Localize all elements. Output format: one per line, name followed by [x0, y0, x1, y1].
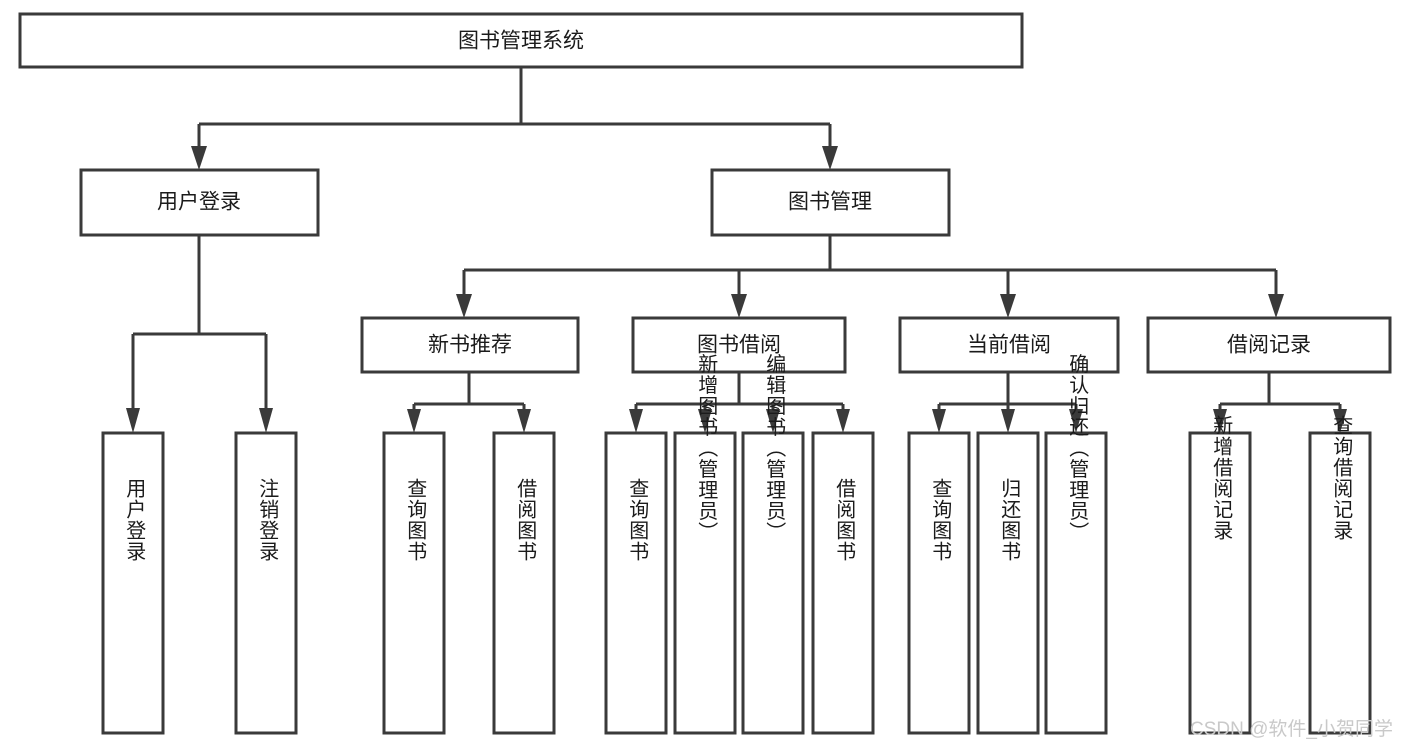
node-root-label: 图书管理系统	[458, 30, 584, 53]
node-book-manage[interactable]: 图书管理	[710, 168, 951, 237]
arrow-leaf-query-book-2	[629, 409, 643, 433]
leaf-add-book[interactable]: 新增图书（管理员）	[673, 353, 737, 735]
arrow-leaf-user-logout	[259, 408, 273, 433]
leaf-add-record-label: 新增借阅记录	[1210, 415, 1233, 541]
node-current-borrow[interactable]: 当前借阅	[898, 316, 1120, 374]
node-book-manage-label: 图书管理	[788, 191, 872, 214]
arrow-leaf-add-record	[1213, 409, 1227, 433]
leaf-edit-book-label: 编辑图书（管理员）	[763, 353, 786, 542]
leaf-return-book-box[interactable]	[976, 431, 1040, 735]
node-book-borrow-label: 图书借阅	[697, 334, 781, 357]
leaf-confirm-return[interactable]: 确认归还（管理员）	[1044, 353, 1108, 735]
leaf-query-record[interactable]: 查询借阅记录	[1308, 415, 1372, 735]
leaf-borrow-book-1-label: 借阅图书	[514, 478, 537, 562]
arrow-leaf-query-book-1	[407, 409, 421, 433]
leaf-query-record-box[interactable]	[1308, 431, 1372, 735]
arrow-leaf-query-book-3	[932, 409, 946, 433]
leaf-query-book-1[interactable]: 查询图书	[382, 431, 446, 735]
arrow-leaf-confirm-return	[1069, 409, 1083, 433]
leaf-user-logout-label: 注销登录	[256, 478, 279, 562]
arrow-to-user-login	[191, 146, 207, 170]
arrow-to-current-borrow	[1000, 294, 1016, 318]
arrow-leaf-borrow-book-2	[836, 409, 850, 433]
leaf-user-login-label: 用户登录	[123, 478, 146, 562]
leaf-borrow-book-2-box[interactable]	[811, 431, 875, 735]
leaf-user-logout[interactable]: 注销登录	[234, 431, 298, 735]
node-borrow-record-label: 借阅记录	[1227, 334, 1311, 357]
leaf-borrow-book-2[interactable]: 借阅图书	[811, 431, 875, 735]
arrow-leaf-edit-book	[766, 409, 780, 433]
leaf-query-book-2-box[interactable]	[604, 431, 668, 735]
leaf-query-book-3-label: 查询图书	[929, 478, 952, 562]
node-current-borrow-label: 当前借阅	[967, 334, 1051, 357]
leaf-query-book-3[interactable]: 查询图书	[907, 431, 971, 735]
leaf-borrow-book-2-label: 借阅图书	[833, 478, 856, 562]
arrow-leaf-query-record	[1333, 409, 1347, 433]
arrow-to-book-borrow	[731, 294, 747, 318]
arrow-to-borrow-record	[1268, 294, 1284, 318]
leaf-add-book-box[interactable]	[673, 431, 737, 735]
node-new-book-recommend[interactable]: 新书推荐	[360, 316, 580, 374]
node-user-login[interactable]: 用户登录	[79, 168, 320, 237]
node-user-login-box[interactable]	[79, 168, 320, 237]
node-book-borrow-box[interactable]	[631, 316, 847, 374]
leaf-borrow-book-1[interactable]: 借阅图书	[492, 431, 556, 735]
leaf-return-book-label: 归还图书	[998, 478, 1021, 562]
leaf-query-record-label: 查询借阅记录	[1330, 415, 1353, 541]
node-borrow-record-box[interactable]	[1146, 316, 1392, 374]
leaf-query-book-3-box[interactable]	[907, 431, 971, 735]
leaf-query-book-2-label: 查询图书	[626, 478, 649, 562]
leaf-confirm-return-label: 确认归还（管理员）	[1066, 353, 1089, 542]
leaf-edit-book[interactable]: 编辑图书（管理员）	[741, 353, 805, 735]
arrow-leaf-user-login	[126, 408, 140, 433]
leaf-query-book-1-box[interactable]	[382, 431, 446, 735]
node-root[interactable]: 图书管理系统	[18, 12, 1024, 69]
leaf-return-book[interactable]: 归还图书	[976, 431, 1040, 735]
leaf-add-record[interactable]: 新增借阅记录	[1188, 415, 1252, 735]
node-borrow-record[interactable]: 借阅记录	[1146, 316, 1392, 374]
leaf-user-login[interactable]: 用户登录	[101, 431, 165, 735]
node-book-manage-box[interactable]	[710, 168, 951, 237]
node-new-book-recommend-label: 新书推荐	[428, 334, 512, 357]
edges-layer	[126, 67, 1347, 433]
node-root-box[interactable]	[18, 12, 1024, 69]
arrow-leaf-return-book	[1001, 409, 1015, 433]
leaf-add-record-box[interactable]	[1188, 431, 1252, 735]
leaf-user-logout-box[interactable]	[234, 431, 298, 735]
leaf-query-book-2[interactable]: 查询图书	[604, 431, 668, 735]
node-user-login-label: 用户登录	[157, 191, 241, 214]
leaf-query-book-1-label: 查询图书	[404, 478, 427, 562]
node-new-book-recommend-box[interactable]	[360, 316, 580, 374]
arrow-to-book-manage	[822, 146, 838, 170]
leaf-user-login-box[interactable]	[101, 431, 165, 735]
arrow-leaf-borrow-book-1	[517, 409, 531, 433]
leaf-add-book-label: 新增图书（管理员）	[695, 353, 718, 542]
node-book-borrow[interactable]: 图书借阅	[631, 316, 847, 374]
arrow-to-new-book	[456, 294, 472, 318]
arrow-leaf-add-book	[698, 409, 712, 433]
leaf-edit-book-box[interactable]	[741, 431, 805, 735]
leaf-borrow-book-1-box[interactable]	[492, 431, 556, 735]
node-current-borrow-box[interactable]	[898, 316, 1120, 374]
leaf-confirm-return-box[interactable]	[1044, 431, 1108, 735]
